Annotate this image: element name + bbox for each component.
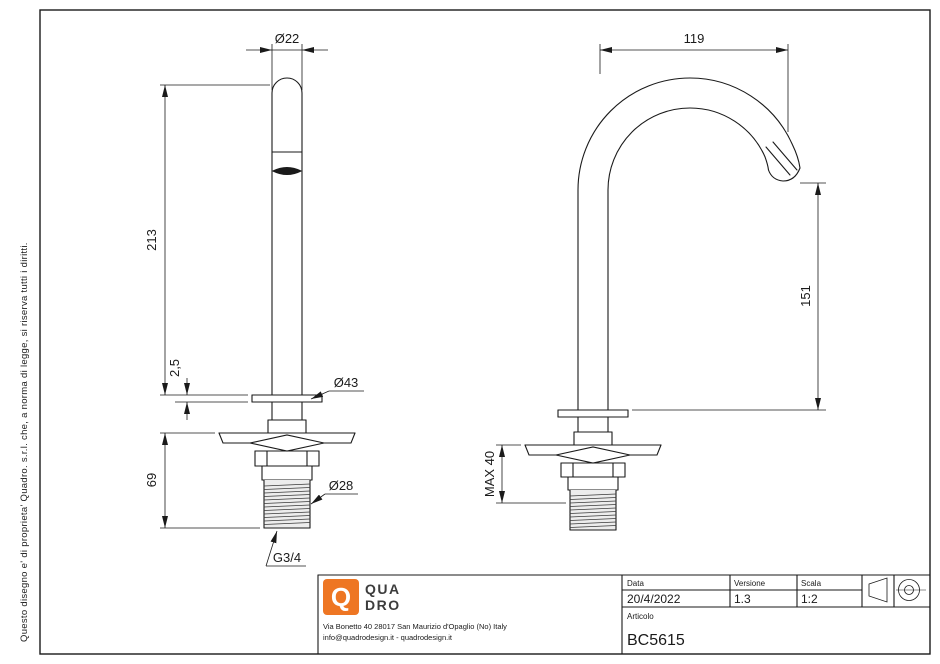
date-label: Data — [627, 579, 644, 588]
svg-text:213: 213 — [144, 229, 159, 251]
front-spout-body — [218, 77, 356, 529]
svg-text:Ø43: Ø43 — [334, 375, 359, 390]
sheet-border — [39, 9, 931, 655]
dimension-reach: 119 — [599, 31, 789, 132]
version-value: 1.3 — [734, 592, 751, 606]
thread-hatch — [569, 493, 617, 528]
svg-text:2,5: 2,5 — [167, 359, 182, 377]
title-block: Q QUA DRO Via Bonetto 40 28017 San Mauri… — [317, 574, 931, 655]
logo-line2: DRO — [365, 597, 401, 613]
scale-label: Scala — [801, 579, 822, 588]
svg-text:MAX 40: MAX 40 — [482, 451, 497, 497]
date-value: 20/4/2022 — [627, 592, 681, 606]
dimension-spout-height: 151 — [632, 182, 826, 411]
svg-text:Ø22: Ø22 — [275, 31, 300, 46]
front-view: Ø22 213 2,5 69 Ø43 — [144, 31, 364, 567]
quadro-logo: Q QUA DRO — [323, 579, 401, 615]
logo-letter: Q — [331, 582, 351, 612]
dimension-max-mount: MAX 40 — [482, 444, 566, 504]
logo-square — [323, 579, 359, 615]
svg-text:151: 151 — [798, 285, 813, 307]
dimension-top-diameter: Ø22 — [246, 31, 328, 90]
aerator-slot — [271, 166, 303, 176]
dimension-flange-thickness: 2,5 — [167, 359, 248, 420]
svg-text:69: 69 — [144, 473, 159, 487]
leader-shank-diameter: Ø28 — [310, 478, 358, 505]
title-block-lines — [317, 574, 931, 655]
leader-flange-diameter: Ø43 — [310, 375, 364, 400]
version-label: Versione — [734, 579, 766, 588]
logo-line1: QUA — [365, 581, 401, 597]
svg-text:119: 119 — [684, 31, 705, 46]
article-label: Articolo — [627, 612, 654, 621]
projection-symbol-icon — [868, 577, 926, 603]
company-contact: info@quadrodesign.it - quadrodesign.it — [323, 633, 453, 642]
scale-value: 1:2 — [801, 592, 818, 606]
thread-hatch — [263, 483, 311, 525]
side-spout-body — [524, 77, 801, 531]
article-value: BC5615 — [627, 632, 685, 649]
copyright-note: Questo disegno e' di proprieta' Quadro. … — [19, 242, 30, 642]
dimension-height-213: 213 — [144, 84, 270, 396]
company-address: Via Bonetto 40 28017 San Maurizio d'Opag… — [323, 622, 507, 631]
side-view: 119 151 MAX 40 — [482, 31, 826, 531]
svg-text:Ø28: Ø28 — [329, 478, 354, 493]
svg-text:G3/4: G3/4 — [273, 550, 301, 565]
dimension-base-height: 69 — [144, 432, 260, 529]
leader-thread: G3/4 — [265, 530, 306, 567]
